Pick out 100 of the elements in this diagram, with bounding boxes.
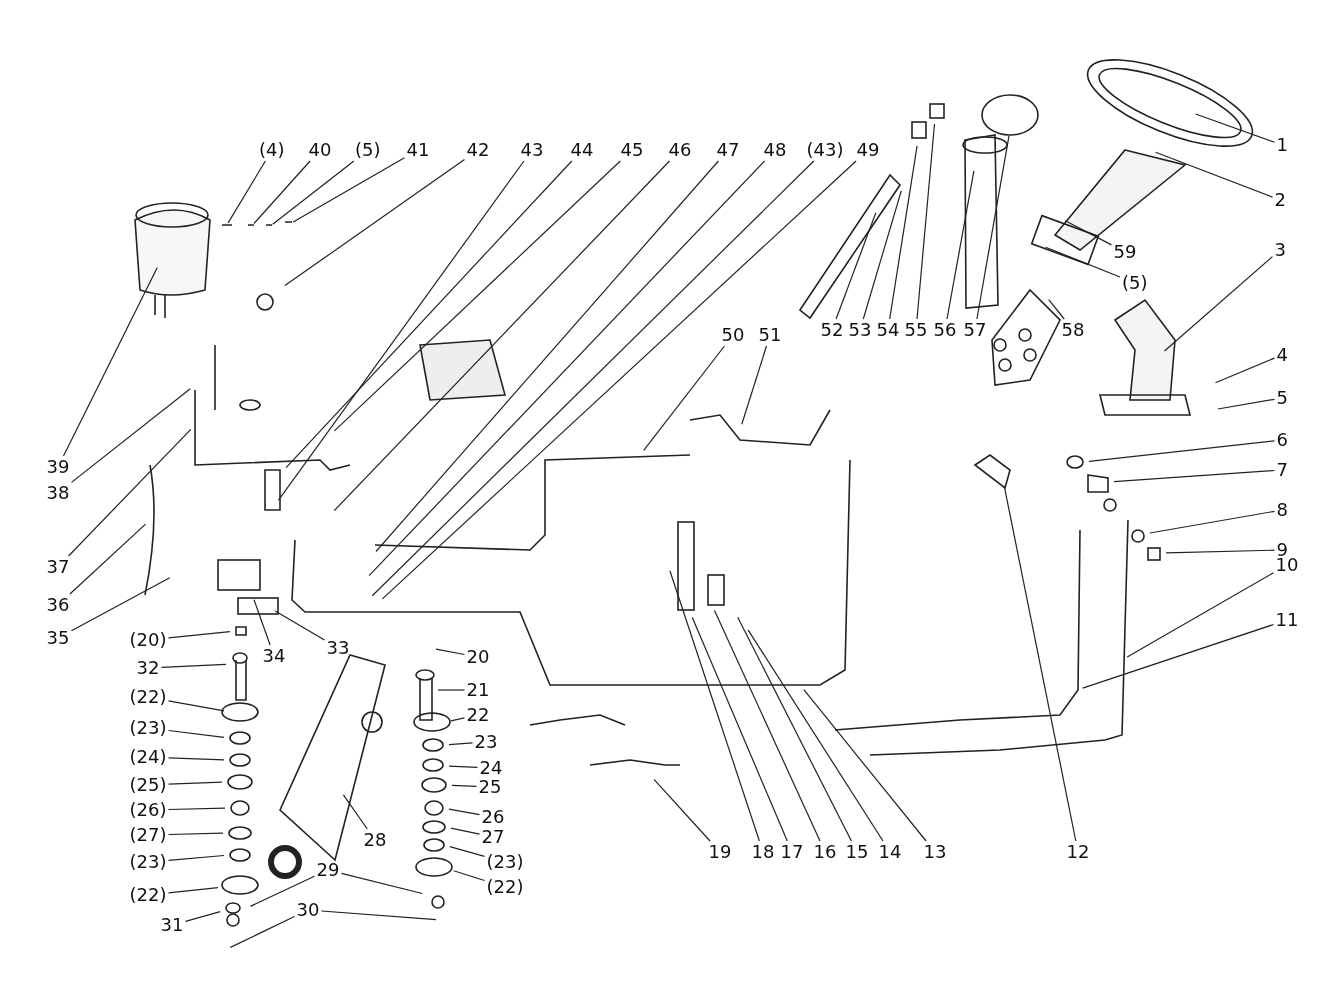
callout-number: 22 bbox=[466, 705, 490, 725]
leader-line bbox=[669, 570, 760, 842]
leader-line bbox=[320, 910, 437, 921]
callout-number: 47 bbox=[716, 140, 740, 160]
leader-line bbox=[1165, 549, 1276, 554]
leader-line bbox=[1048, 299, 1065, 320]
leader-line bbox=[889, 145, 918, 320]
leader-line bbox=[1126, 572, 1275, 658]
callout-number: (23) bbox=[129, 718, 167, 738]
callout-number: 31 bbox=[160, 915, 184, 935]
callout-number: 37 bbox=[46, 557, 70, 577]
leader-line bbox=[437, 689, 466, 691]
callout-number: 42 bbox=[466, 140, 490, 160]
callout-number: 17 bbox=[780, 842, 804, 862]
leader-line bbox=[1214, 357, 1276, 384]
leader-line bbox=[448, 742, 474, 746]
callout-number: (4) bbox=[259, 140, 285, 160]
callout-number: 26 bbox=[481, 807, 505, 827]
leader-line bbox=[946, 170, 975, 320]
leader-line bbox=[1163, 256, 1274, 352]
leader-line bbox=[274, 610, 326, 641]
leader-line bbox=[368, 160, 766, 577]
callout-number: (5) bbox=[1122, 273, 1148, 293]
callout-number: 49 bbox=[856, 140, 880, 160]
leader-line bbox=[167, 832, 224, 836]
callout-number: 27 bbox=[481, 827, 505, 847]
callout-number: 16 bbox=[813, 842, 837, 862]
callout-number: 2 bbox=[1274, 190, 1286, 210]
callout-number: 8 bbox=[1276, 500, 1288, 520]
leader-line bbox=[292, 157, 406, 223]
leader-line bbox=[272, 160, 355, 225]
callout-number: 59 bbox=[1113, 242, 1137, 262]
callout-number: 58 bbox=[1061, 320, 1085, 340]
callout-number: 45 bbox=[620, 140, 644, 160]
leader-line bbox=[340, 872, 423, 895]
callout-number: 4 bbox=[1276, 345, 1288, 365]
callout-number: 53 bbox=[848, 320, 872, 340]
callout-number: 38 bbox=[46, 483, 70, 503]
callout-number: 5 bbox=[1276, 388, 1288, 408]
leader-line bbox=[277, 160, 525, 501]
callout-number: 29 bbox=[316, 860, 340, 880]
callout-number: 51 bbox=[758, 325, 782, 345]
callout-number: 33 bbox=[326, 638, 350, 658]
leader-line bbox=[449, 846, 486, 857]
callout-number: 48 bbox=[763, 140, 787, 160]
callout-number: 19 bbox=[708, 842, 732, 862]
leader-line bbox=[448, 765, 479, 768]
leader-line bbox=[167, 631, 231, 639]
leader-line bbox=[167, 700, 225, 712]
leader-line bbox=[862, 190, 902, 320]
leader-line bbox=[229, 915, 296, 948]
callout-number: (23) bbox=[129, 852, 167, 872]
leader-line bbox=[448, 808, 481, 816]
leader-line bbox=[285, 160, 573, 469]
callout-number: 20 bbox=[466, 647, 490, 667]
callout-number: (22) bbox=[486, 877, 524, 897]
leader-line bbox=[1082, 623, 1275, 689]
callout-number: 55 bbox=[904, 320, 928, 340]
callout-number: 28 bbox=[363, 830, 387, 850]
callout-number: (5) bbox=[355, 140, 381, 160]
leader-line bbox=[737, 616, 852, 842]
callout-number: 12 bbox=[1066, 842, 1090, 862]
callout-number: (20) bbox=[129, 630, 167, 650]
callout-number: 44 bbox=[570, 140, 594, 160]
leader-line bbox=[227, 160, 266, 224]
callout-number: (22) bbox=[129, 687, 167, 707]
callout-number: 36 bbox=[46, 595, 70, 615]
leader-line bbox=[835, 212, 877, 320]
callout-number: 56 bbox=[933, 320, 957, 340]
leader-line bbox=[167, 854, 225, 861]
callout-number: 14 bbox=[878, 842, 902, 862]
leader-line bbox=[333, 160, 671, 512]
leader-line bbox=[747, 629, 884, 842]
leader-line bbox=[342, 794, 368, 830]
callout-number: 54 bbox=[876, 320, 900, 340]
leader-line bbox=[1217, 398, 1276, 410]
leader-line bbox=[1149, 510, 1276, 534]
callout-number: 15 bbox=[845, 842, 869, 862]
leader-line bbox=[167, 729, 225, 738]
leader-line bbox=[249, 875, 316, 907]
leader-line bbox=[450, 827, 481, 835]
callout-number: 23 bbox=[474, 732, 498, 752]
leader-line bbox=[253, 160, 311, 225]
leader-line bbox=[167, 887, 219, 894]
leader-line bbox=[450, 717, 466, 722]
callout-number: 1 bbox=[1276, 135, 1288, 155]
callout-number: 46 bbox=[668, 140, 692, 160]
leader-line bbox=[713, 609, 821, 842]
leader-line bbox=[284, 158, 466, 287]
leader-line bbox=[1113, 469, 1276, 483]
leader-line bbox=[1195, 113, 1276, 143]
leader-line bbox=[167, 757, 225, 761]
leader-line bbox=[1155, 151, 1274, 198]
leader-line bbox=[167, 781, 223, 785]
callout-number: 30 bbox=[296, 900, 320, 920]
callout-number: 6 bbox=[1276, 430, 1288, 450]
leader-line bbox=[68, 428, 192, 557]
callout-number: (24) bbox=[129, 747, 167, 767]
callout-number: (43) bbox=[806, 140, 844, 160]
leader-line bbox=[333, 160, 621, 432]
